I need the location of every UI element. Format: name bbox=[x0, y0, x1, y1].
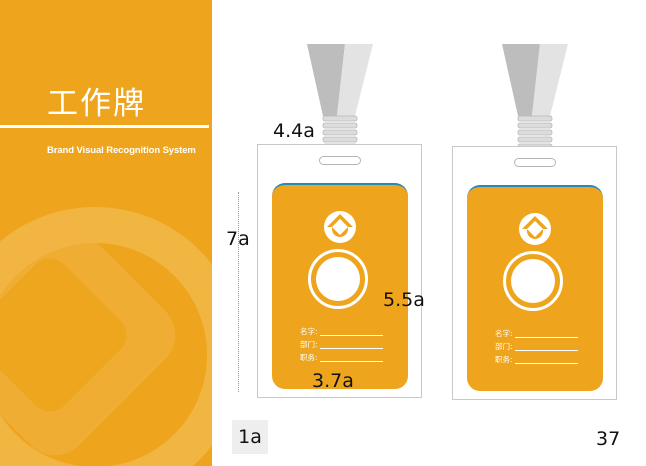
badge-front-panel: 名字: 部门: 职务: bbox=[272, 183, 408, 389]
photo-placeholder bbox=[511, 259, 555, 303]
field-department: 部门: bbox=[300, 340, 386, 350]
field-department-line bbox=[320, 348, 383, 349]
field-position: 职务: bbox=[300, 353, 386, 363]
panel-decoration-graphic bbox=[0, 207, 212, 466]
badge-card-with-dimensions: 名字: 部门: 职务: bbox=[257, 144, 422, 398]
dim-inner-width: 3.7a bbox=[312, 370, 354, 392]
field-department-label: 部门: bbox=[300, 340, 318, 349]
badge-slot bbox=[514, 158, 556, 167]
photo-frame bbox=[308, 249, 368, 309]
field-department-line bbox=[515, 350, 578, 351]
unit-reference-box: 1a bbox=[232, 420, 268, 454]
side-panel: 工作牌 Brand Visual Recognition System bbox=[0, 0, 212, 466]
photo-placeholder bbox=[316, 257, 360, 301]
brand-logo-icon bbox=[324, 211, 356, 243]
dim-card-height: 7a bbox=[226, 228, 250, 250]
field-position-line bbox=[515, 363, 578, 364]
unit-label: 1a bbox=[238, 426, 262, 448]
page-subtitle: Brand Visual Recognition System bbox=[47, 145, 196, 156]
field-department-label: 部门: bbox=[495, 342, 513, 351]
field-department: 部门: bbox=[495, 342, 581, 352]
page-title: 工作牌 bbox=[47, 86, 146, 122]
field-name-label: 名字: bbox=[495, 329, 513, 338]
page-number: 37 bbox=[596, 428, 621, 450]
field-position-line bbox=[320, 361, 383, 362]
badge-card-plain: 名字: 部门: 职务: bbox=[452, 146, 617, 400]
photo-frame bbox=[503, 251, 563, 311]
badge-front-panel: 名字: 部门: 职务: bbox=[467, 185, 603, 391]
brand-logo-icon bbox=[519, 213, 551, 245]
badge-slot bbox=[319, 156, 361, 165]
dim-inner-height: 5.5a bbox=[383, 289, 425, 311]
field-name-label: 名字: bbox=[300, 327, 318, 336]
field-position-label: 职务: bbox=[300, 353, 318, 362]
dim-lanyard-width: 4.4a bbox=[273, 120, 315, 142]
field-name-line bbox=[320, 335, 383, 336]
field-position: 职务: bbox=[495, 355, 581, 365]
lanyard-strap-right bbox=[502, 44, 568, 157]
field-name: 名字: bbox=[300, 327, 386, 337]
field-name: 名字: bbox=[495, 329, 581, 339]
height-guide bbox=[238, 192, 239, 392]
title-divider bbox=[0, 125, 209, 128]
field-name-line bbox=[515, 337, 578, 338]
field-position-label: 职务: bbox=[495, 355, 513, 364]
